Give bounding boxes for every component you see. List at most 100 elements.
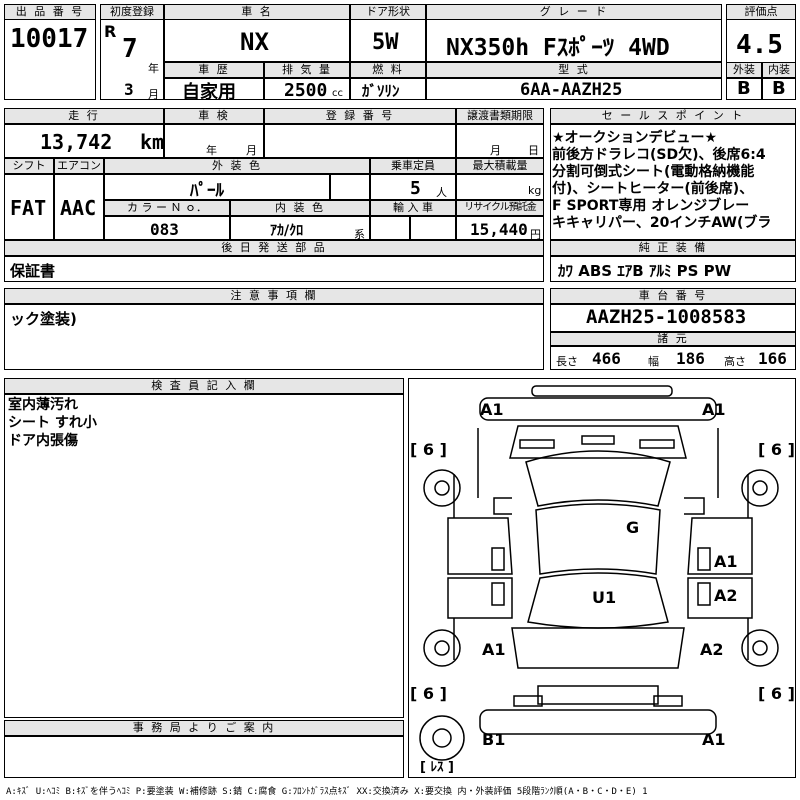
displacement-label: 排 気 量 <box>264 62 350 78</box>
notes-cell <box>4 304 544 370</box>
recycle-cell <box>456 216 544 240</box>
sales-point-line: 前後方ドラレコ(SD欠)、後席6:4 <box>552 147 766 163</box>
int-score-cell <box>762 78 796 100</box>
transfer-cell <box>456 124 544 158</box>
chassis-cell <box>550 304 796 332</box>
inspection-cell <box>164 124 264 158</box>
transfer-label: 譲渡書類期限 <box>456 108 544 124</box>
tire-label-rear-right: [ 6 ] <box>758 684 795 703</box>
history-label: 車 歴 <box>164 62 264 78</box>
sales-point-line: ★オークションデビュー★ <box>552 130 718 146</box>
damage-label-right-rear: A2 <box>700 640 724 659</box>
color-no-cell <box>104 216 230 240</box>
month-unit: 月 <box>148 88 159 101</box>
first-reg-label: 初度登録 <box>100 4 164 20</box>
damage-label-roof: U1 <box>592 588 617 607</box>
first-reg-month: 3 <box>124 80 134 99</box>
inspector-line: シート すれ小 <box>8 415 97 431</box>
capacity-cell <box>370 174 456 200</box>
damage-label-front-left: A1 <box>480 400 504 419</box>
interior-color-cell <box>230 216 370 240</box>
damage-label-right-rear-door: A2 <box>714 586 738 605</box>
inspector-label: 検 査 員 記 入 欄 <box>4 378 404 394</box>
exterior-color-cell <box>104 174 330 200</box>
mileage: 13,742 <box>40 130 113 154</box>
first-reg-year: 7 <box>122 34 138 64</box>
int-score: B <box>772 78 786 99</box>
shift-label: シフト <box>4 158 54 174</box>
office-box <box>4 736 404 778</box>
legend: A:ｷｽﾞ U:ﾍｺﾐ B:ｷｽﾞを伴うﾍｺﾐ P:要塗装 W:補修跡 S:錆 … <box>6 787 648 797</box>
lot-number: 10017 <box>10 24 89 54</box>
year-unit: 年 <box>148 62 159 75</box>
damage-label-rear-left: B1 <box>482 730 506 749</box>
interior-color-unit: 系 <box>354 228 365 241</box>
width: 186 <box>676 349 705 368</box>
damage-label-front-right: A1 <box>702 400 726 419</box>
tire-label-front-left: [ 6 ] <box>410 440 447 459</box>
later-parts: 保証書 <box>10 262 56 280</box>
length: 466 <box>592 349 621 368</box>
equipment-label: 純 正 装 備 <box>550 240 796 256</box>
office-label: 事 務 局 よ り ご 案 内 <box>4 720 404 736</box>
score-label: 評価点 <box>726 4 796 20</box>
inspector-line: ドア内張傷 <box>8 433 78 449</box>
later-parts-cell <box>4 256 544 282</box>
ext-score-label: 外装 <box>726 62 762 78</box>
aircon-label: エアコン <box>54 158 104 174</box>
mileage-label: 走 行 <box>4 108 164 124</box>
sales-points-box <box>550 124 796 240</box>
exterior-color-label: 外 装 色 <box>104 158 370 174</box>
exterior-color-extra <box>330 174 370 200</box>
later-parts-label: 後 日 発 送 部 品 <box>4 240 544 256</box>
era: R <box>104 22 117 41</box>
door-label: ドア形状 <box>350 4 426 20</box>
recycle-label: リサイクル預託金 <box>456 200 544 216</box>
tire-label-rear-left: [ 6 ] <box>410 684 447 703</box>
inspection-label: 車 検 <box>164 108 264 124</box>
inspection-year-unit: 年 <box>206 144 217 157</box>
max-load-unit: kg <box>528 184 542 197</box>
sales-points-label: セ ー ル ス ポ イ ン ト <box>550 108 796 124</box>
shift-cell <box>4 174 54 240</box>
damage-label-rear-right: A1 <box>702 730 726 749</box>
notes-label: 注 意 事 項 欄 <box>4 288 544 304</box>
fuel-cell <box>350 78 426 100</box>
import-cell-a <box>370 216 410 240</box>
car-diagram <box>419 385 779 761</box>
capacity-unit: 人 <box>436 186 447 199</box>
fuel: ｶﾞｿﾘﾝ <box>362 82 400 100</box>
shift: FAT <box>10 196 47 220</box>
lot-label: 出 品 番 号 <box>4 4 96 20</box>
int-score-label: 内装 <box>762 62 796 78</box>
model-code-label: 型 式 <box>426 62 722 78</box>
interior-color-label: 内 装 色 <box>230 200 370 216</box>
plate-cell <box>264 124 456 158</box>
tire-label-front-right: [ 6 ] <box>758 440 795 459</box>
lot-box <box>4 4 96 100</box>
transfer-day-unit: 日 <box>528 144 539 157</box>
capacity-label: 乗車定員 <box>370 158 456 174</box>
sales-point-line: キキャリパー、20インチAW(ブラ <box>552 215 772 231</box>
max-load-cell <box>456 174 544 200</box>
damage-label-left-rear: A1 <box>482 640 506 659</box>
aircon-cell <box>54 174 104 240</box>
height: 166 <box>758 349 787 368</box>
import-cell-b <box>410 216 456 240</box>
max-load-label: 最大積載量 <box>456 158 544 174</box>
chassis-label: 車 台 番 号 <box>550 288 796 304</box>
history-cell <box>164 78 264 100</box>
interior-color: ｱｶ/ｸﾛ <box>270 223 304 239</box>
car-name: NX <box>240 28 269 56</box>
width-label: 幅 <box>648 355 659 368</box>
grade: NX350h Fｽﾎﾟｰﾂ 4WD <box>446 35 670 61</box>
car-name-label: 車 名 <box>164 4 350 20</box>
displacement-unit: cc <box>332 88 343 99</box>
height-label: 高さ <box>724 355 746 368</box>
first-reg-box <box>100 4 164 100</box>
aircon: AAC <box>60 196 97 220</box>
dims-label: 諸 元 <box>550 332 796 346</box>
import-label: 輸 入 車 <box>370 200 456 216</box>
sales-point-line: F SPORT専用 オレンジブレー <box>552 198 750 214</box>
dims-cell <box>550 346 796 370</box>
